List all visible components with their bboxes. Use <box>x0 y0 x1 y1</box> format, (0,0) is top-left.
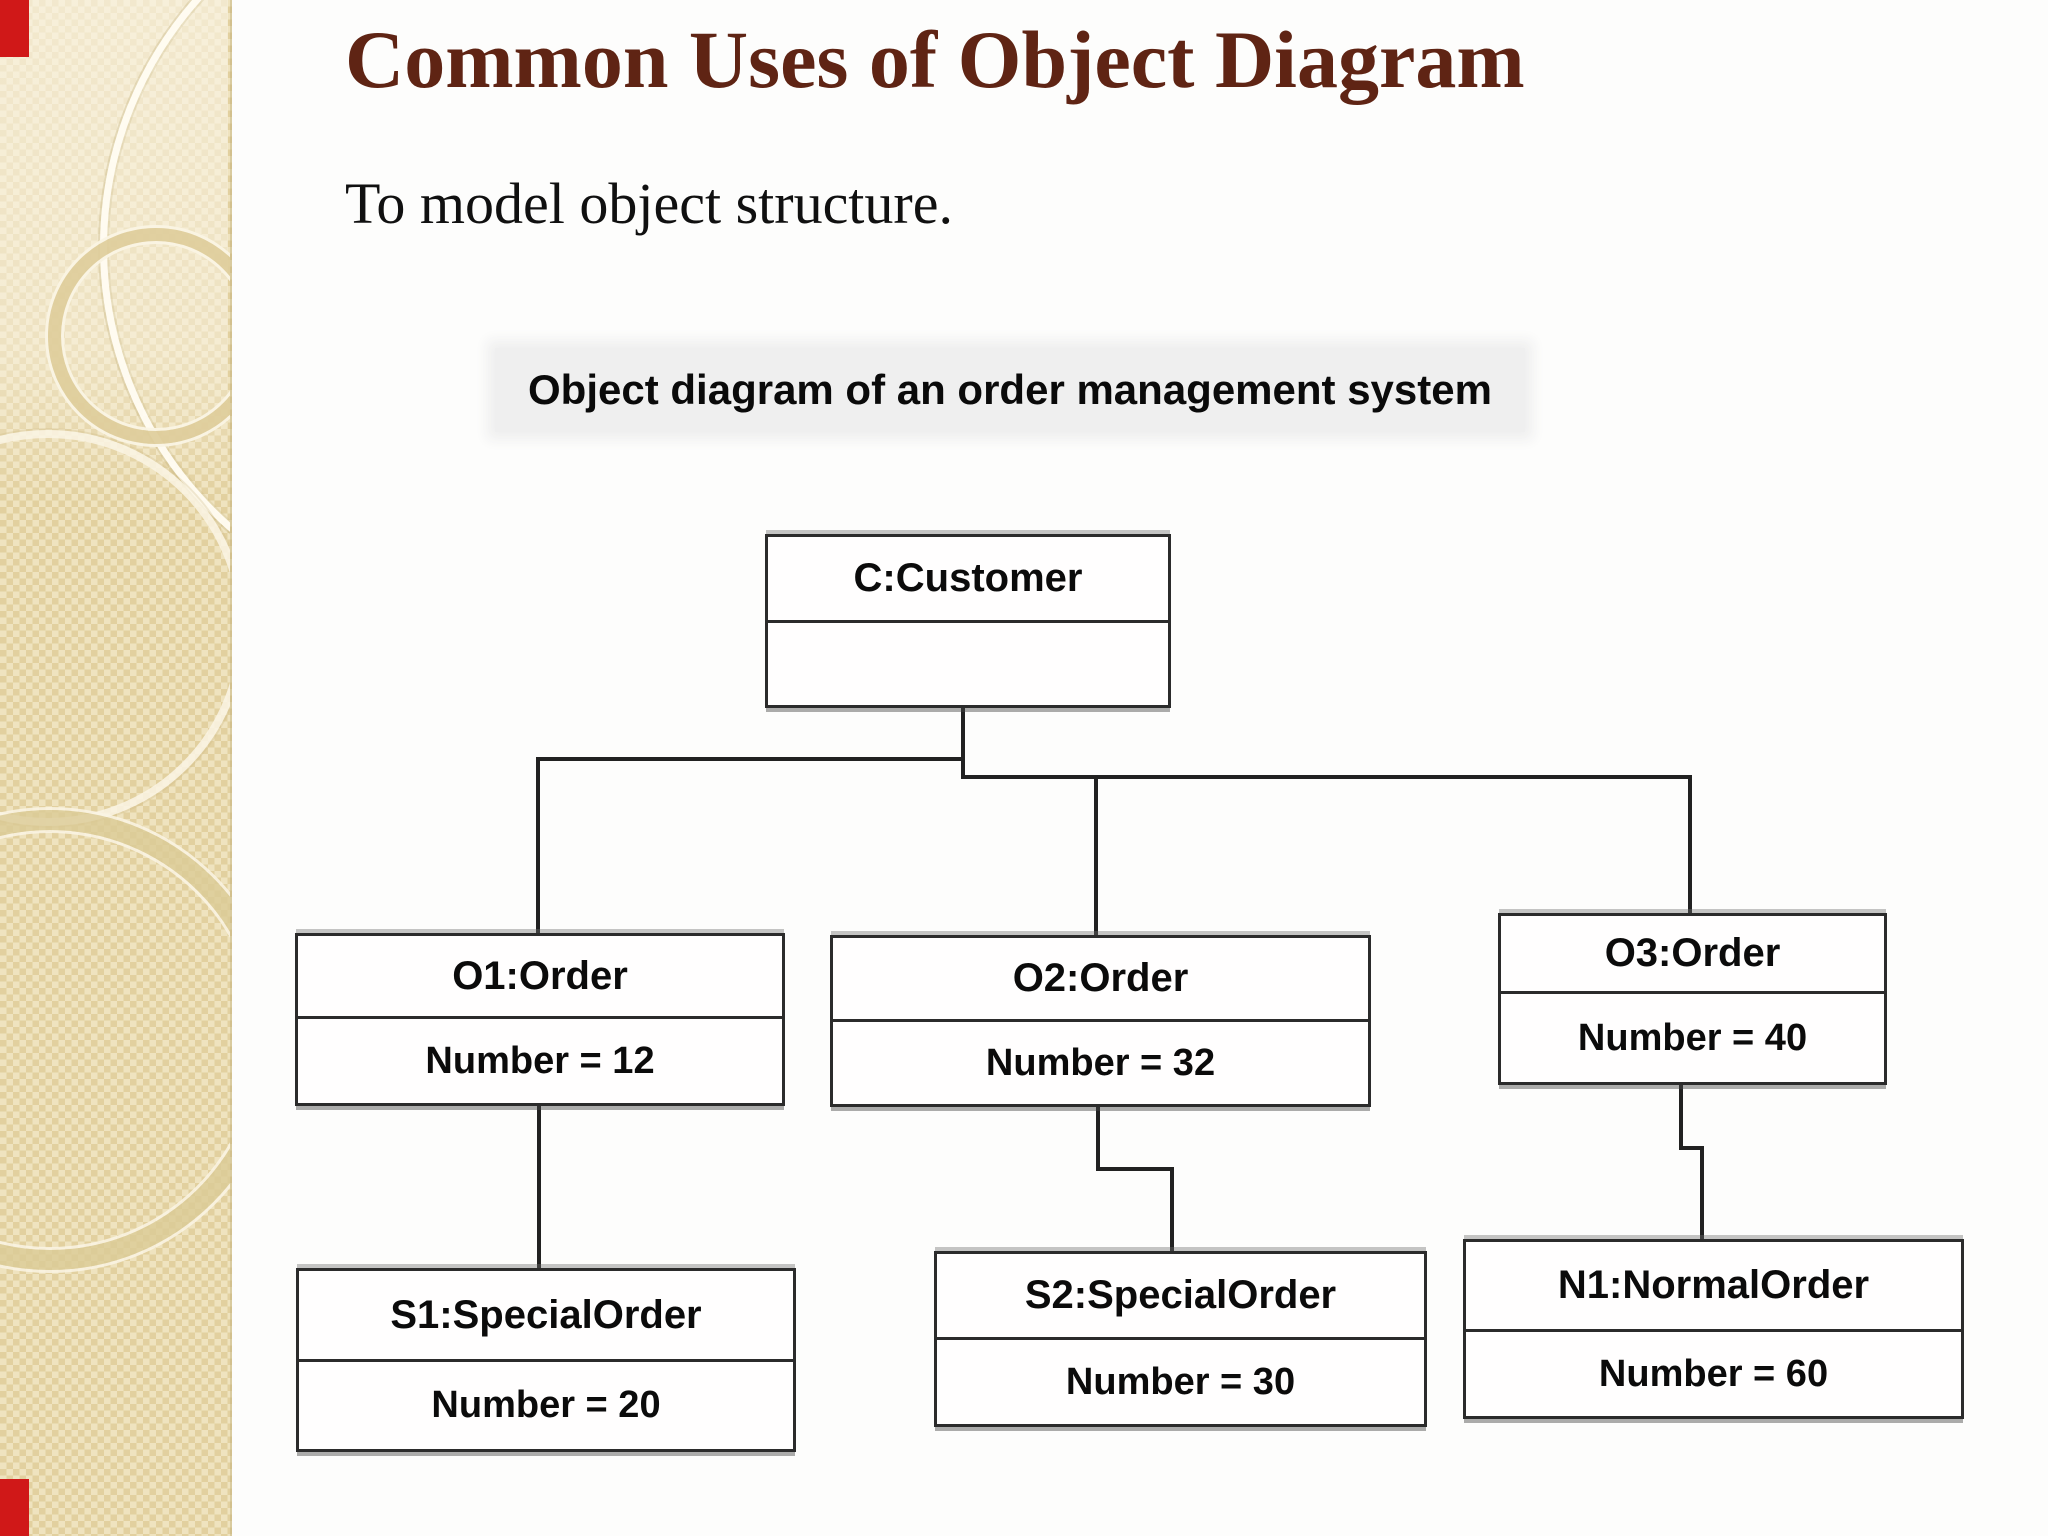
red-corner-mark-bottom <box>0 1479 29 1536</box>
node-attribute: Number = 20 <box>299 1359 793 1449</box>
slide-title: Common Uses of Object Diagram <box>345 14 1525 105</box>
object-node-s1: S1:SpecialOrder Number = 20 <box>296 1268 796 1452</box>
connector-line-o2-s2-jog <box>1096 1167 1174 1171</box>
connector-line-horizontal-left <box>536 757 965 761</box>
sidebar-decoration <box>0 0 232 1536</box>
connector-line-o2-s2-lower <box>1170 1167 1174 1253</box>
connector-line-o1-leg <box>536 757 540 935</box>
node-attribute: Number = 60 <box>1466 1329 1961 1416</box>
node-title: O3:Order <box>1604 931 1781 975</box>
diagram-caption: Object diagram of an order management sy… <box>495 348 1525 432</box>
node-title: O1:Order <box>452 953 628 998</box>
object-node-n1: N1:NormalOrder Number = 60 <box>1463 1239 1964 1419</box>
object-node-o3: O3:Order Number = 40 <box>1498 913 1887 1085</box>
connector-line-o2-s2-upper <box>1096 1099 1100 1171</box>
object-node-s2: S2:SpecialOrder Number = 30 <box>934 1251 1427 1427</box>
node-title: S1:SpecialOrder <box>390 1292 702 1337</box>
node-title: C:Customer <box>853 556 1083 600</box>
node-title: S2:SpecialOrder <box>1024 1273 1337 1317</box>
connector-line-o1-s1 <box>537 1098 541 1270</box>
object-node-customer: C:Customer <box>765 534 1171 708</box>
connector-line-customer-stem <box>961 701 965 779</box>
connector-line-o3-n1-jog <box>1679 1146 1704 1150</box>
connector-line-o3-n1-upper <box>1679 1077 1683 1150</box>
red-corner-mark-top <box>0 0 29 57</box>
node-attribute: Number = 12 <box>298 1016 782 1103</box>
slide-body-text: To model object structure. <box>345 171 953 236</box>
connector-line-o3-leg <box>1688 775 1692 915</box>
connector-line-o3-n1-lower <box>1700 1146 1704 1241</box>
node-title: O2:Order <box>1012 956 1189 1000</box>
node-attribute: Number = 30 <box>937 1337 1424 1424</box>
node-attribute: Number = 40 <box>1501 991 1884 1082</box>
connector-line-o2-leg <box>1094 775 1098 937</box>
node-title: N1:NormalOrder <box>1557 1263 1870 1307</box>
node-attribute: Number = 32 <box>833 1019 1368 1104</box>
node-attribute <box>768 620 1168 705</box>
object-node-o1: O1:Order Number = 12 <box>295 933 785 1106</box>
object-node-o2: O2:Order Number = 32 <box>830 935 1371 1107</box>
connector-line-horizontal-right <box>961 775 1692 779</box>
